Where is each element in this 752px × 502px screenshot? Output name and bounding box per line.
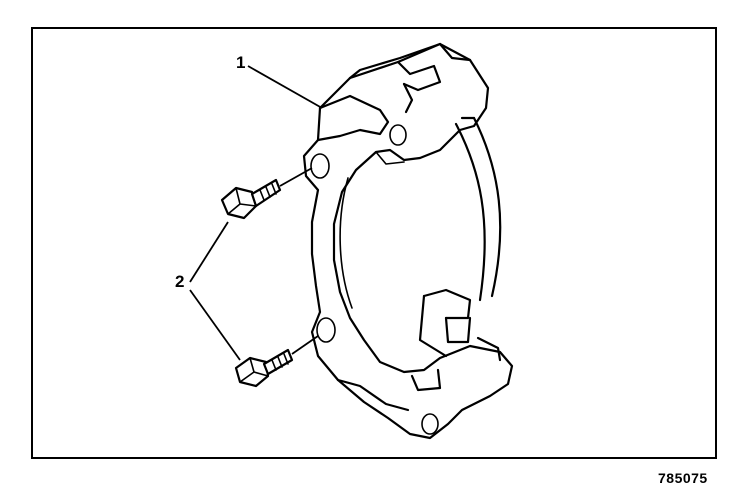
upper-mount-hole xyxy=(310,153,330,179)
upper-bolt-threads xyxy=(259,183,277,201)
upper-ear xyxy=(316,94,390,142)
lower-block-top xyxy=(422,288,472,320)
lower-block-face xyxy=(418,294,448,358)
lower-tab xyxy=(410,368,442,392)
leader-line-1 xyxy=(247,65,323,109)
lower-mount-hole xyxy=(316,317,336,343)
inner-left-edge xyxy=(339,177,353,309)
upper-bolt-axis xyxy=(279,167,313,187)
inner-top-ledge xyxy=(375,151,405,165)
caliper-bracket xyxy=(302,42,514,440)
lower-bolt xyxy=(234,335,319,388)
lower-notch xyxy=(444,316,472,344)
bracket-body-outline xyxy=(302,42,514,440)
upper-slide-hole xyxy=(389,124,407,146)
upper-bolt xyxy=(220,167,313,220)
lower-ear-edge xyxy=(336,378,410,412)
lower-bolt-threads xyxy=(271,353,289,371)
leader-line-2-upper xyxy=(189,221,229,283)
bridge-outer-arc xyxy=(454,122,486,302)
top-block-edge xyxy=(348,42,442,80)
callout-1: 1 xyxy=(236,53,246,72)
bridge-inner-arc xyxy=(472,116,502,298)
figure-id-label: 785075 xyxy=(658,470,708,486)
leader-line-2-lower xyxy=(189,289,241,361)
upper-bolt-head-facets xyxy=(227,187,257,215)
lower-bolt-axis xyxy=(291,335,319,355)
lower-step xyxy=(476,336,502,362)
top-block-top xyxy=(438,42,472,62)
callout-2: 2 xyxy=(175,272,185,291)
lower-slide-hole xyxy=(421,413,439,435)
top-slot xyxy=(396,60,442,92)
lower-bolt-head-facets xyxy=(239,357,269,383)
top-block-face xyxy=(402,82,414,114)
